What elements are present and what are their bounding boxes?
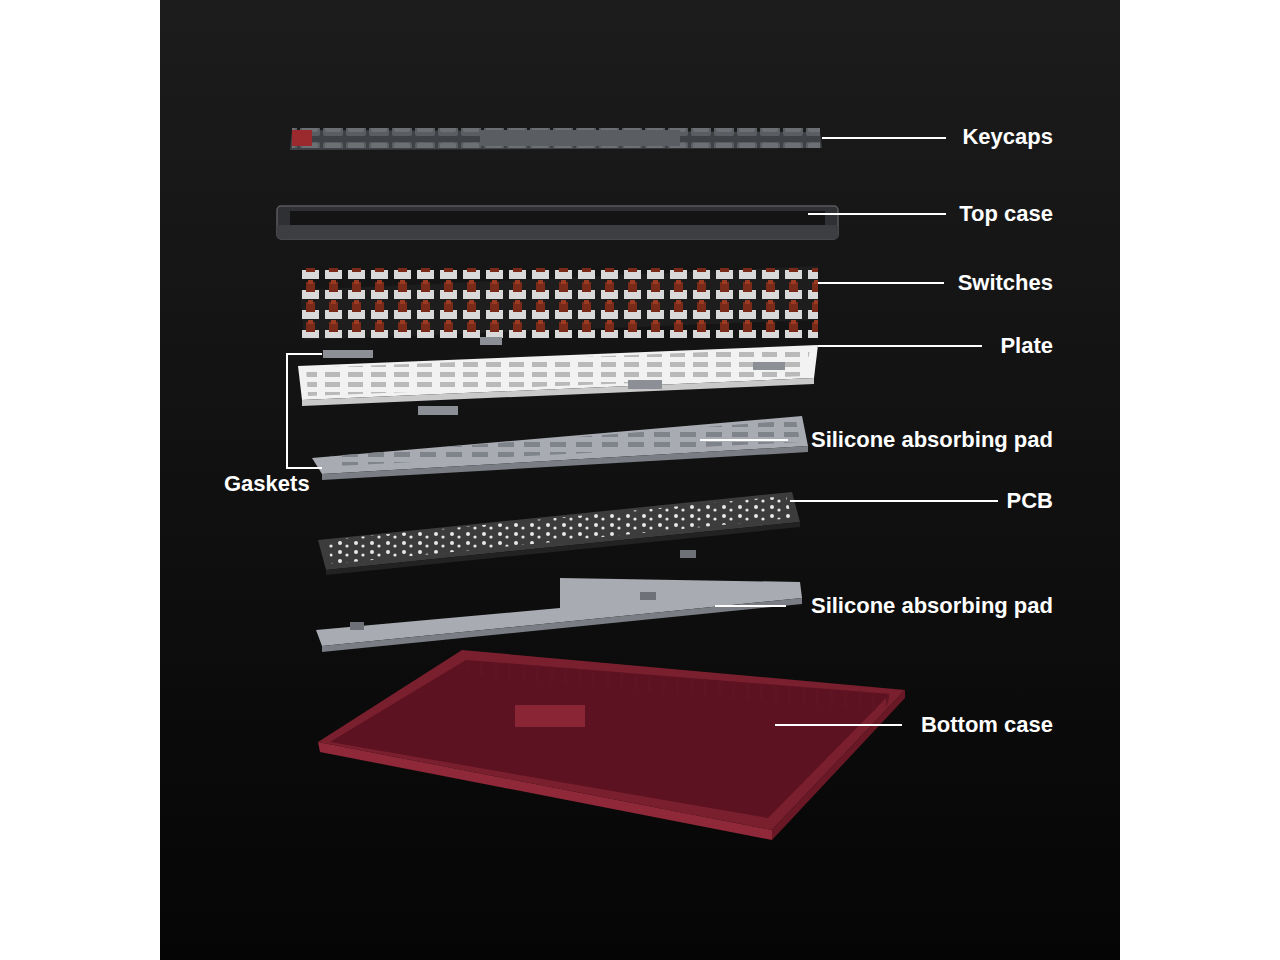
part-label: PCB (1007, 488, 1053, 514)
part-label: Keycaps (962, 124, 1053, 150)
part-label: Silicone absorbing pad (811, 593, 1053, 619)
part-label: Silicone absorbing pad (811, 427, 1053, 453)
part-label: Gaskets (224, 471, 310, 497)
part-label: Plate (1000, 333, 1053, 359)
part-label: Top case (959, 201, 1053, 227)
part-label: Bottom case (921, 712, 1053, 738)
part-label: Switches (958, 270, 1053, 296)
